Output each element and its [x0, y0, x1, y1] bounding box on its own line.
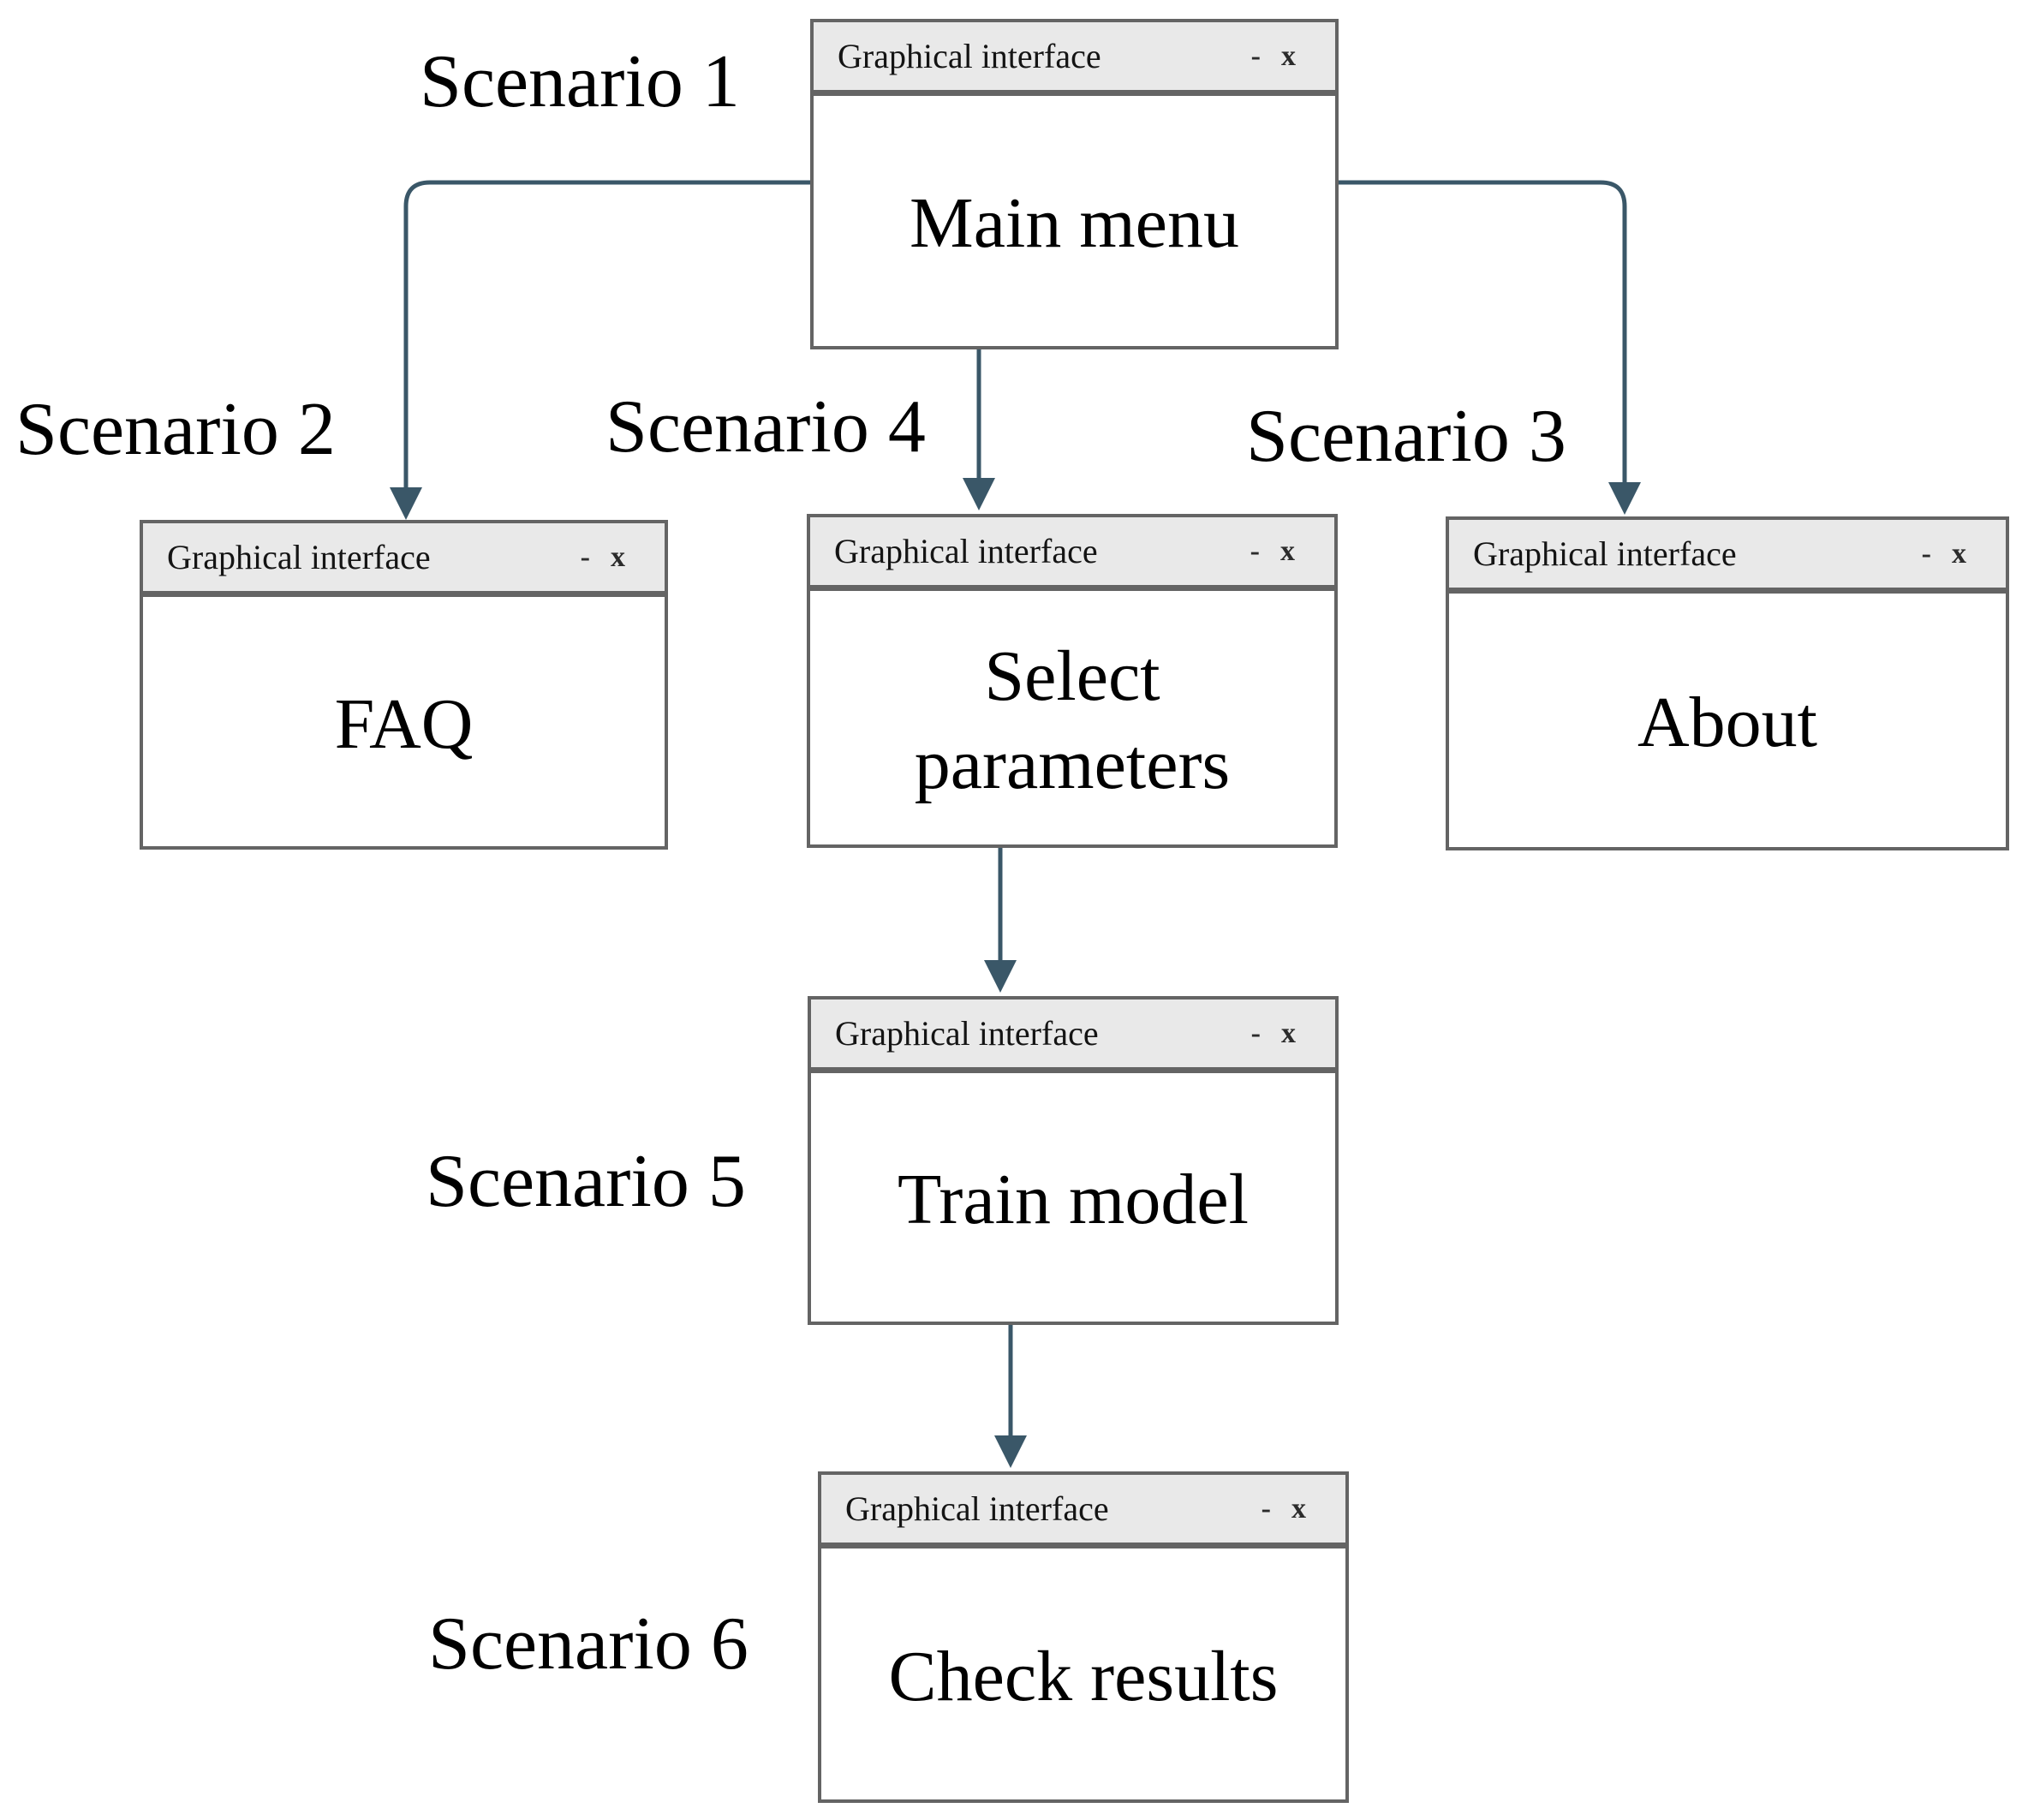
window-controls: - x — [1261, 1492, 1306, 1525]
window-title: Graphical interface — [1473, 534, 1737, 573]
window-faq: Graphical interface - x FAQ — [140, 520, 668, 850]
scenario-1-label: Scenario 1 — [420, 40, 740, 123]
scenario-5-label: Scenario 5 — [426, 1140, 746, 1223]
window-body: About — [1449, 600, 2006, 847]
window-label: FAQ — [334, 683, 474, 764]
titlebar[interactable]: Graphical interface - x — [143, 523, 665, 597]
close-button[interactable]: x — [1281, 1017, 1296, 1049]
edge-train-model-to-check-results — [994, 1325, 1027, 1468]
window-controls: - x — [1921, 537, 1966, 570]
scenario-3-label: Scenario 3 — [1246, 395, 1566, 478]
window-label: Main menu — [910, 183, 1239, 264]
window-main-menu: Graphical interface - x Main menu — [810, 19, 1339, 349]
edge-main-menu-to-select-parameters — [963, 349, 995, 510]
scenario-6-label: Scenario 6 — [428, 1602, 749, 1686]
minimize-button[interactable]: - — [1921, 537, 1931, 570]
minimize-button[interactable]: - — [580, 540, 590, 573]
edge-select-parameters-to-train-model — [984, 848, 1017, 993]
scenario-4-label: Scenario 4 — [605, 385, 926, 468]
titlebar[interactable]: Graphical interface - x — [814, 22, 1335, 96]
window-body: Check results — [821, 1554, 1345, 1799]
window-title: Graphical interface — [845, 1489, 1109, 1528]
window-body: Main menu — [814, 102, 1335, 346]
window-check-results: Graphical interface - x Check results — [818, 1471, 1349, 1803]
window-title: Graphical interface — [167, 538, 431, 576]
window-about: Graphical interface - x About — [1446, 516, 2009, 850]
window-title: Graphical interface — [838, 37, 1101, 75]
window-body: Train model — [811, 1079, 1335, 1322]
minimize-button[interactable]: - — [1250, 39, 1261, 72]
window-controls: - x — [1250, 1017, 1296, 1049]
close-button[interactable]: x — [1281, 39, 1296, 72]
window-controls: - x — [1250, 39, 1296, 72]
edge-main-menu-to-faq — [390, 180, 810, 520]
close-button[interactable]: x — [1280, 534, 1295, 567]
window-controls: - x — [1250, 534, 1295, 567]
window-label: Select parameters — [914, 636, 1231, 804]
window-title: Graphical interface — [834, 532, 1098, 570]
window-label: Train model — [898, 1160, 1249, 1240]
window-label: Check results — [888, 1636, 1279, 1716]
titlebar[interactable]: Graphical interface - x — [821, 1475, 1345, 1548]
titlebar[interactable]: Graphical interface - x — [811, 1000, 1335, 1073]
window-controls: - x — [580, 540, 625, 573]
window-body: Select parameters — [810, 597, 1334, 844]
window-title: Graphical interface — [835, 1014, 1099, 1053]
titlebar[interactable]: Graphical interface - x — [810, 517, 1334, 591]
minimize-button[interactable]: - — [1250, 534, 1260, 567]
close-button[interactable]: x — [1952, 537, 1966, 570]
window-body: FAQ — [143, 603, 665, 846]
scenario-2-label: Scenario 2 — [15, 388, 336, 471]
edge-main-menu-to-about — [1339, 180, 1641, 515]
close-button[interactable]: x — [611, 540, 625, 573]
close-button[interactable]: x — [1291, 1492, 1306, 1525]
window-label: About — [1637, 683, 1817, 763]
window-train-model: Graphical interface - x Train model — [808, 996, 1339, 1325]
titlebar[interactable]: Graphical interface - x — [1449, 520, 2006, 594]
window-select-parameters: Graphical interface - x Select parameter… — [807, 514, 1338, 848]
minimize-button[interactable]: - — [1250, 1017, 1261, 1049]
minimize-button[interactable]: - — [1261, 1492, 1271, 1525]
